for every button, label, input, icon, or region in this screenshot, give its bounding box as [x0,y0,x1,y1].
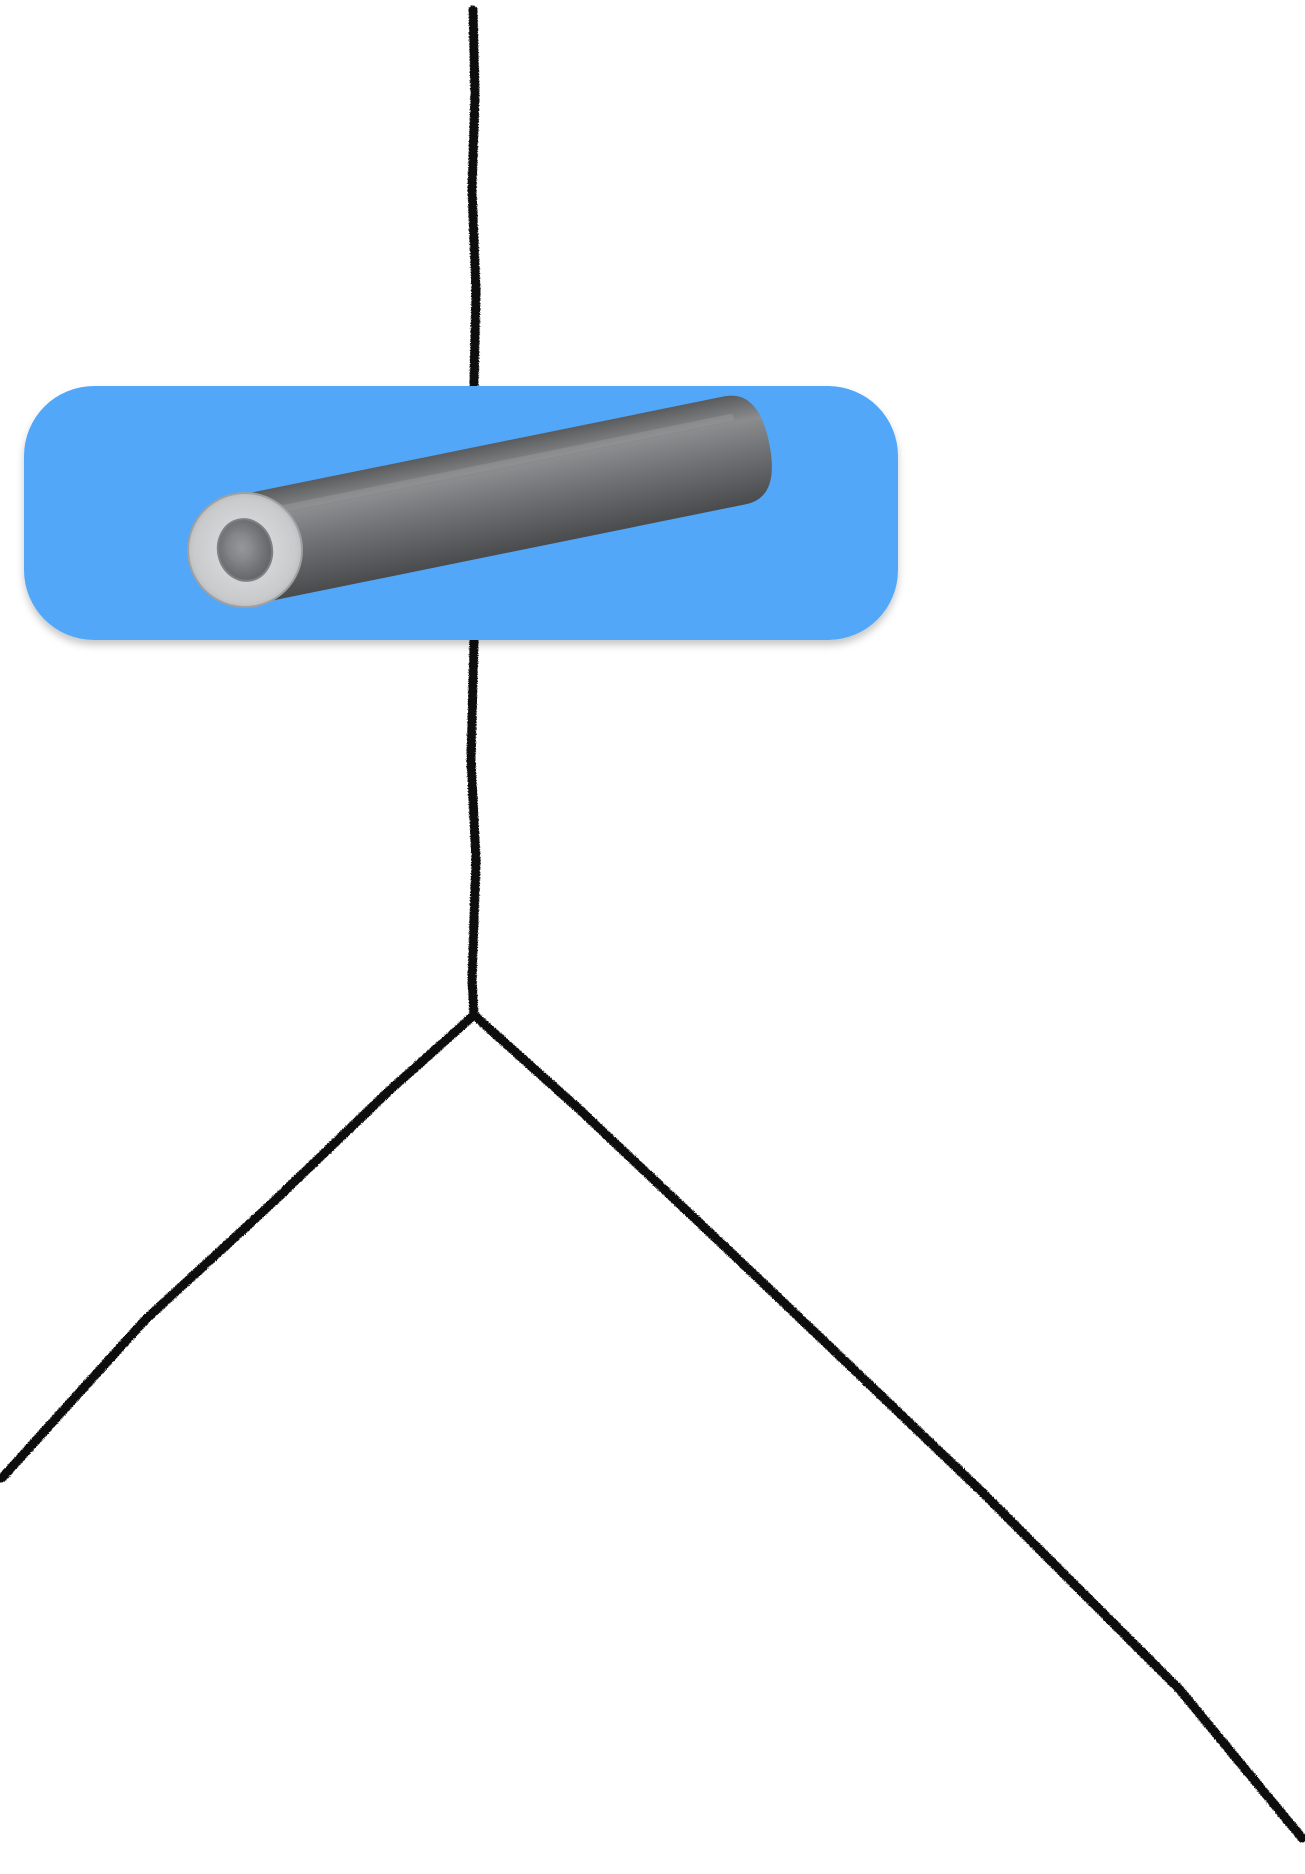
vertical-line-top [472,10,476,385]
diagonal-line-left [2,1015,474,1478]
connector-lines [2,10,1302,1838]
tube-node[interactable] [24,386,898,640]
diagonal-line-right [474,1015,1302,1838]
vertical-line-middle [471,640,476,1015]
branch-junction [469,1010,479,1020]
